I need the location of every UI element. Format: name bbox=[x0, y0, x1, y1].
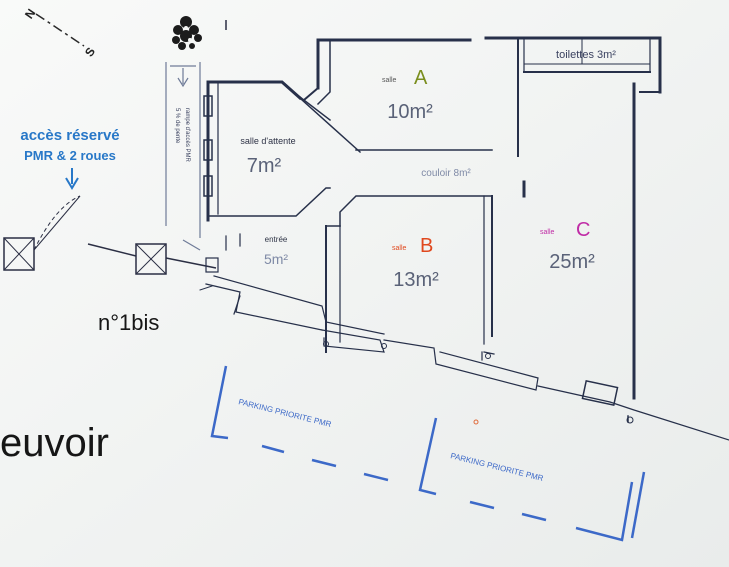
salle-c-letter: C bbox=[576, 219, 590, 241]
gate-post-right bbox=[135, 243, 167, 275]
salle-b-prefix: salle bbox=[392, 245, 407, 252]
salle-b-letter: B bbox=[420, 235, 433, 257]
salle-a-prefix: salle bbox=[382, 77, 397, 84]
access-gates bbox=[3, 195, 217, 275]
ramp-note-slope: 5 % de pente bbox=[174, 108, 180, 144]
salle-attente-area: 7m² bbox=[247, 155, 282, 177]
salle-a-area: 10m² bbox=[387, 101, 433, 123]
salle-c-prefix: salle bbox=[540, 229, 555, 236]
street-name-fragment: euvoir bbox=[0, 421, 109, 465]
entree-name: entrée bbox=[265, 235, 288, 244]
room-entree: entrée 5m² bbox=[264, 235, 288, 267]
building-walls bbox=[199, 36, 729, 441]
street-number: n°1bis bbox=[98, 310, 159, 335]
room-salle-a: salle A 10m² bbox=[382, 67, 433, 123]
ramp-note-access: rampe d'accès PMR bbox=[184, 108, 190, 162]
salle-c-area: 25m² bbox=[549, 251, 595, 273]
salle-a-letter: A bbox=[414, 67, 428, 89]
marker-dot bbox=[473, 419, 479, 425]
entree-area: 5m² bbox=[264, 251, 288, 267]
room-salle-attente: salle d'attente 7m² bbox=[240, 136, 295, 177]
access-note-line1: accès réservé bbox=[20, 127, 119, 144]
toilettes-label: toilettes 3m² bbox=[556, 49, 616, 61]
salle-b-area: 13m² bbox=[393, 269, 439, 291]
access-note: accès réservé PMR & 2 roues bbox=[20, 127, 120, 190]
room-salle-c: salle C 25m² bbox=[540, 219, 595, 273]
access-ramp: 5 % de pente rampe d'accès PMR bbox=[165, 62, 201, 251]
room-salle-b: salle B 13m² bbox=[392, 235, 439, 291]
access-note-line2: PMR & 2 roues bbox=[24, 148, 116, 163]
salle-attente-name: salle d'attente bbox=[240, 136, 295, 146]
tree-icon bbox=[172, 16, 227, 50]
gate-post-left bbox=[3, 237, 35, 271]
couloir-label: couloir 8m² bbox=[421, 168, 471, 179]
